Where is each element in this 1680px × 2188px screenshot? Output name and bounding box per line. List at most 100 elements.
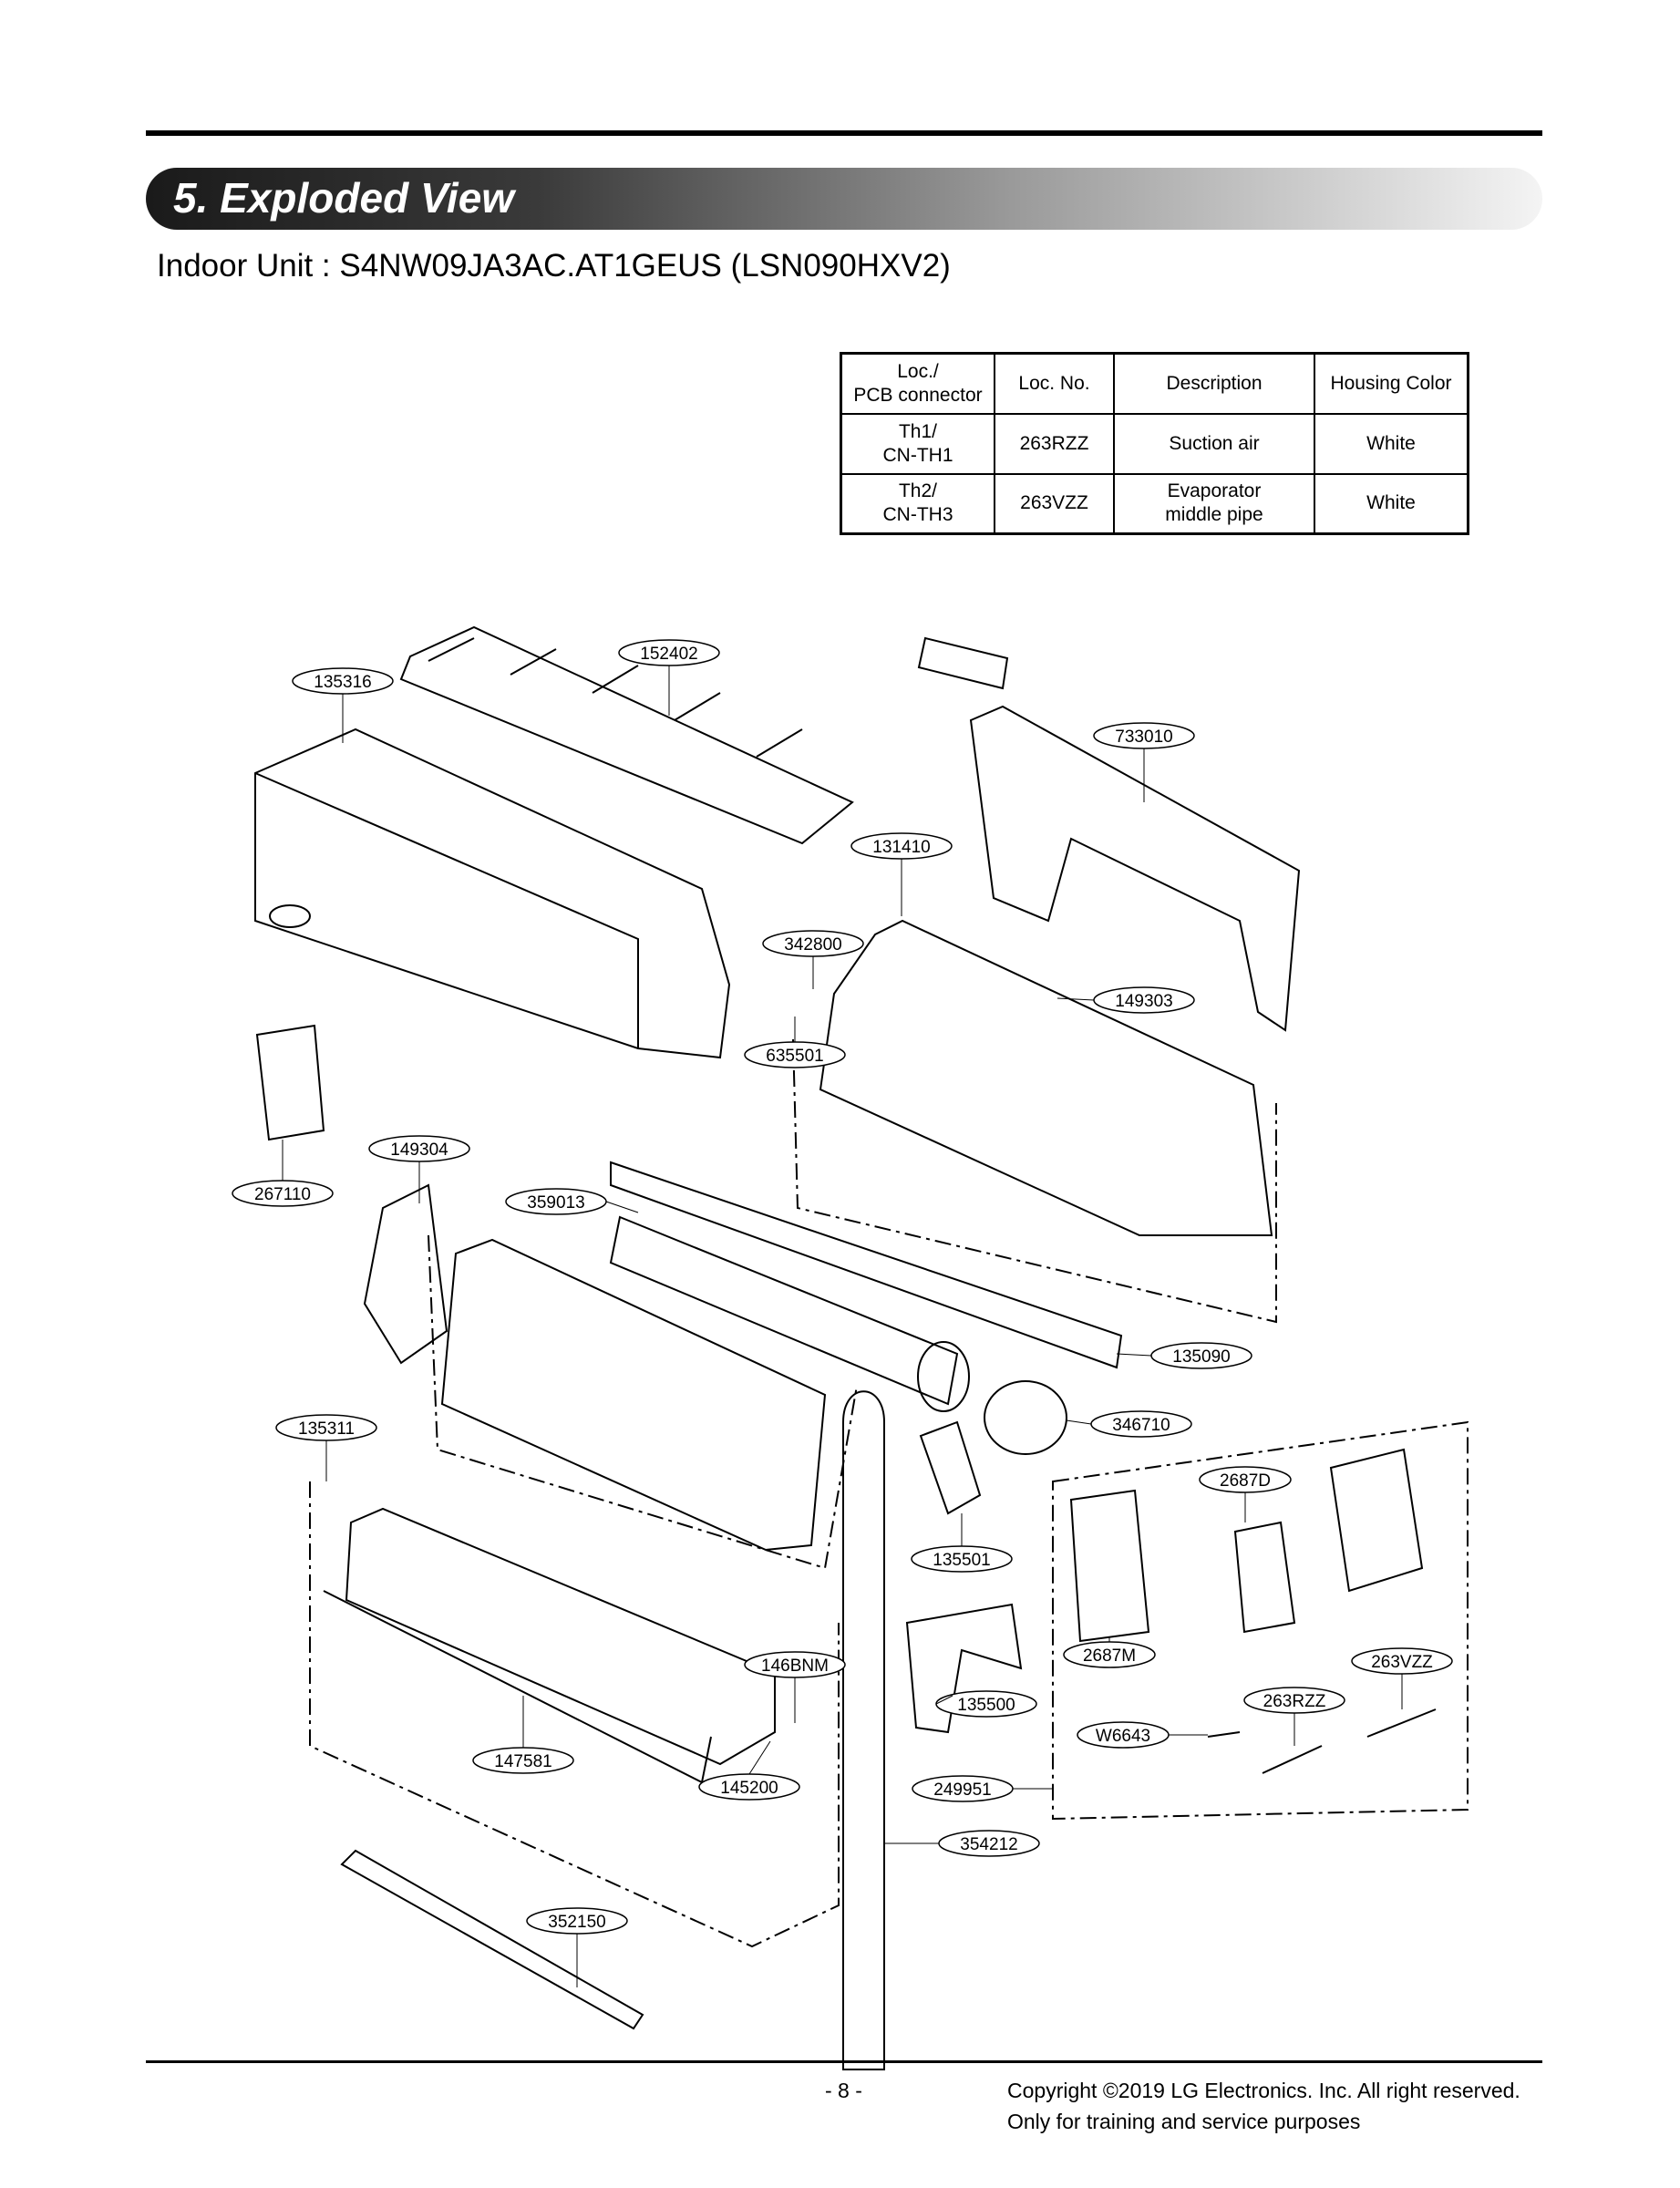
front-panel-drawing (254, 728, 731, 1059)
svg-text:147581: 147581 (494, 1752, 551, 1771)
install-plate-drawing (969, 705, 1301, 1032)
display-pcb-drawing (1233, 1521, 1296, 1634)
louver-drawing (610, 1161, 1123, 1369)
svg-text:149304: 149304 (390, 1140, 448, 1160)
model-subtitle: Indoor Unit : S4NW09JA3AC.AT1GEUS (LSN09… (157, 248, 951, 284)
svg-text:135501: 135501 (933, 1551, 990, 1570)
svg-text:2687D: 2687D (1220, 1471, 1271, 1491)
callout-733010: 733010 (1093, 722, 1195, 802)
evaporator-drawing (440, 1238, 827, 1552)
motor-drawing (984, 1380, 1067, 1455)
callout-labels: 135316 152402 733010 131410 342800 14930… (232, 639, 1453, 1987)
svg-text:W6643: W6643 (1096, 1727, 1150, 1746)
chassis-drawing (819, 919, 1273, 1236)
svg-text:733010: 733010 (1115, 728, 1172, 747)
bottom-rule (146, 2060, 1542, 2063)
callout-263RZZ: 263RZZ (1243, 1687, 1345, 1746)
cell-loc: Th2/CN-TH3 (840, 472, 995, 535)
remote-drawing (255, 1024, 325, 1141)
drain-pan-boundary (309, 1481, 840, 1948)
cell-description: Suction air (1113, 412, 1315, 475)
svg-text:354212: 354212 (960, 1835, 1017, 1854)
top-rule (146, 130, 1542, 136)
callout-131410: 131410 (850, 832, 953, 916)
front-panel-edge (254, 772, 639, 1048)
control-box-case-drawing (1329, 1448, 1424, 1593)
svg-text:267110: 267110 (254, 1185, 311, 1204)
callout-135090: 135090 (1116, 1342, 1252, 1369)
callout-152402: 152402 (618, 639, 720, 716)
training-notice: Only for training and service purposes (1007, 2110, 1361, 2133)
callout-249951: 249951 (912, 1775, 1053, 1802)
panel-foot-drawing (269, 904, 311, 928)
motor-cover-drawing (919, 1420, 982, 1515)
control-box-boundary (1052, 1420, 1469, 1821)
callout-342800: 342800 (762, 930, 864, 989)
svg-text:135311: 135311 (298, 1419, 355, 1439)
svg-text:2687M: 2687M (1083, 1646, 1136, 1666)
callout-352150: 352150 (526, 1907, 628, 1987)
callout-354212: 354212 (884, 1830, 1040, 1857)
svg-text:263VZZ: 263VZZ (1371, 1653, 1433, 1672)
callout-135311: 135311 (275, 1414, 377, 1481)
table-header-row: Loc./PCB connector Loc. No. Description … (840, 352, 1469, 415)
filter-mesh (428, 637, 803, 758)
svg-text:135090: 135090 (1172, 1347, 1230, 1367)
svg-text:146BNM: 146BNM (761, 1656, 829, 1676)
cell-color: White (1314, 412, 1469, 475)
callout-267110: 267110 (232, 1140, 334, 1207)
side-bracket-drawing (363, 1183, 448, 1365)
svg-text:152402: 152402 (640, 645, 697, 664)
copyright-text: Copyright ©2019 LG Electronics. Inc. All… (1007, 2079, 1520, 2102)
svg-text:149303: 149303 (1115, 992, 1172, 1011)
header-description: Description (1113, 352, 1315, 415)
cell-loc: Th1/CN-TH1 (840, 412, 995, 475)
main-pcb-drawing (1069, 1489, 1150, 1643)
callout-2687M: 2687M (1063, 1636, 1156, 1668)
callout-263VZZ: 263VZZ (1351, 1647, 1453, 1709)
drain-pipe-drawing (842, 1390, 885, 2070)
section-banner (146, 168, 1542, 230)
svg-text:249951: 249951 (933, 1780, 991, 1800)
thermistor-table: Loc./PCB connector Loc. No. Description … (840, 352, 1469, 535)
svg-text:352150: 352150 (548, 1913, 605, 1932)
cross-flow-fan-drawing (609, 1215, 959, 1406)
cell-color: White (1314, 472, 1469, 535)
svg-text:346710: 346710 (1112, 1416, 1170, 1435)
callout-145200: 145200 (698, 1740, 800, 1801)
sensor-wires-drawing (1207, 1708, 1437, 1774)
callout-135316: 135316 (292, 667, 394, 743)
drain-pan-drawing (345, 1507, 776, 1766)
header-loc-no: Loc. No. (994, 352, 1115, 415)
callout-149303: 149303 (1056, 986, 1195, 1014)
svg-text:131410: 131410 (872, 838, 930, 857)
fan-end-drawing (917, 1341, 970, 1412)
callout-2687D: 2687D (1199, 1466, 1292, 1522)
page-number: - 8 - (825, 2079, 862, 2102)
callout-135501: 135501 (911, 1513, 1013, 1573)
evaporator-boundary (428, 1234, 858, 1570)
header-loc: Loc./PCB connector (840, 352, 995, 415)
svg-text:263RZZ: 263RZZ (1263, 1692, 1326, 1711)
svg-text:635501: 635501 (766, 1047, 823, 1066)
header-housing-color: Housing Color (1314, 352, 1469, 415)
callout-147581: 147581 (472, 1696, 574, 1774)
callout-146BNM: 146BNM (744, 1651, 846, 1723)
cell-loc-no: 263RZZ (994, 412, 1115, 475)
table-row: Th1/CN-TH1 263RZZ Suction air White (840, 412, 1469, 475)
svg-text:342800: 342800 (784, 935, 841, 955)
callout-635501: 635501 (744, 1017, 846, 1068)
pcb-bracket-drawing (905, 1603, 1023, 1734)
section-title: 5. Exploded View (173, 174, 515, 222)
svg-text:135316: 135316 (314, 673, 371, 692)
callout-135500: 135500 (935, 1690, 1037, 1718)
callout-W6643: W6643 (1077, 1721, 1208, 1749)
callout-149304: 149304 (368, 1135, 470, 1203)
svg-text:145200: 145200 (720, 1779, 778, 1798)
svg-text:359013: 359013 (527, 1193, 584, 1213)
svg-text:135500: 135500 (957, 1696, 1015, 1715)
label-card-drawing (917, 636, 1009, 690)
